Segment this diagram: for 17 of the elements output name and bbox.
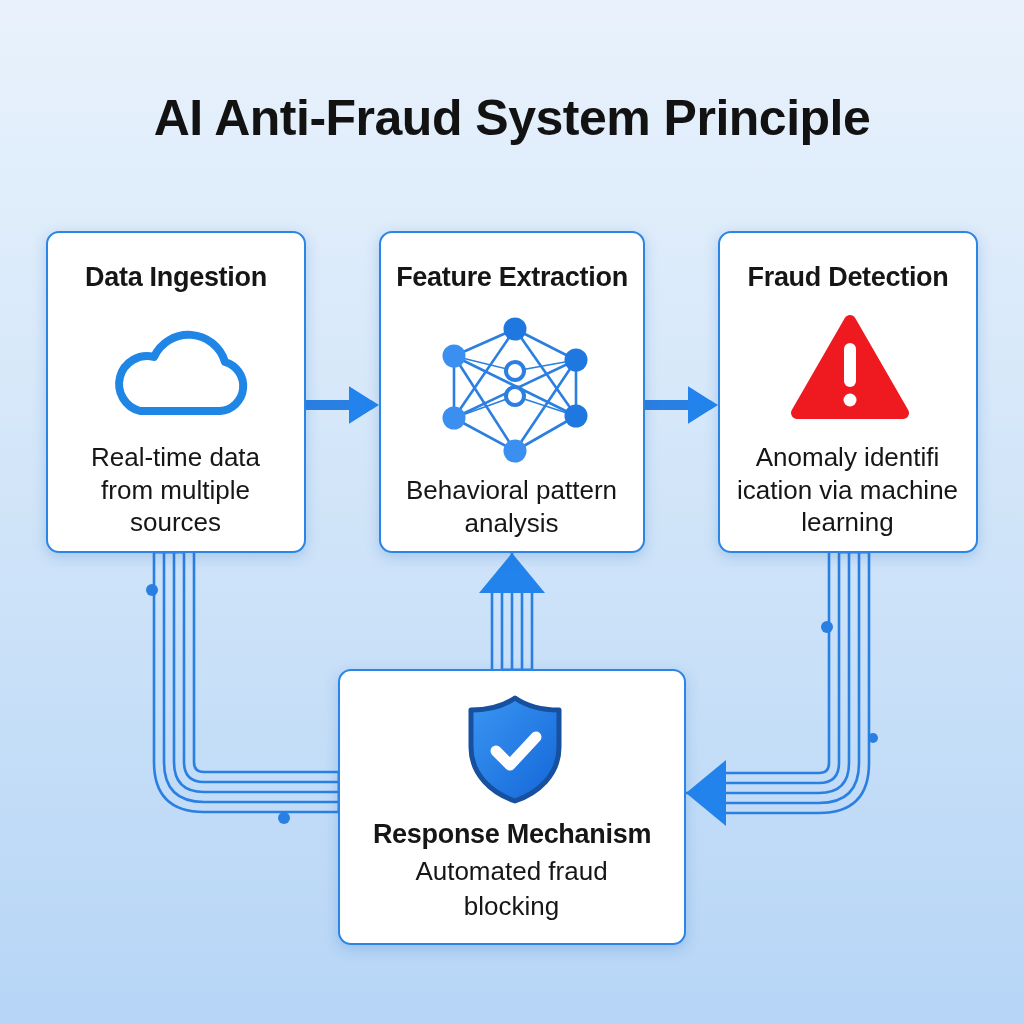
node-description: Real-time data from multiple sources: [89, 441, 262, 539]
arrow: [306, 386, 379, 424]
node-description: Automated fraud blocking: [414, 855, 609, 923]
node-title: Feature Extraction: [395, 261, 629, 294]
arrow: [479, 553, 545, 672]
node-description: Behavioral pattern analysis: [405, 474, 618, 539]
arrow: [686, 550, 871, 826]
node-title: Response Mechanism: [371, 818, 653, 851]
node-title: Data Ingestion: [84, 261, 268, 294]
process-box: [46, 231, 306, 553]
process-box: [338, 669, 686, 945]
arrow: [645, 386, 718, 424]
node-title: Fraud Detection: [746, 261, 950, 294]
process-box: [718, 231, 978, 553]
node-description: Anomaly identifi ication via machine learning: [735, 441, 960, 539]
process-box: [379, 231, 645, 553]
diagram-title: AI Anti-Fraud System Principle: [152, 89, 872, 148]
